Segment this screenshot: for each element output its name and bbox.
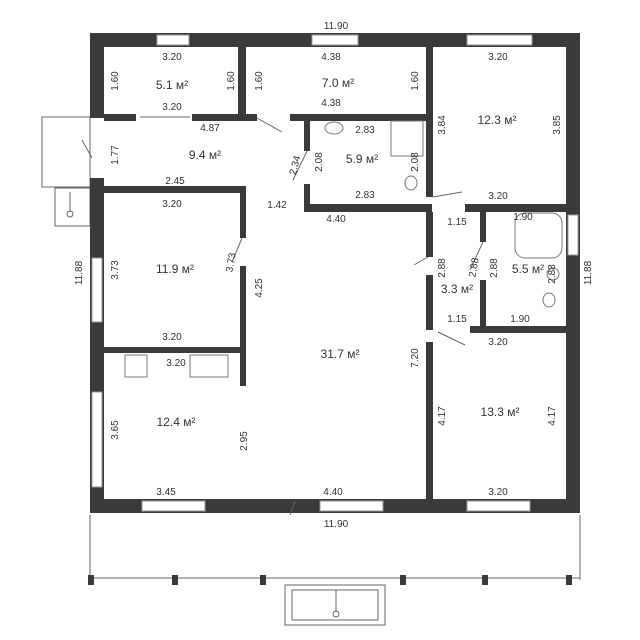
dimension-label: 4.40 xyxy=(323,487,343,498)
dimension-label: 3.85 xyxy=(552,115,563,135)
terrace xyxy=(88,515,581,585)
dimension-label: 3.20 xyxy=(162,332,182,343)
left-porch xyxy=(41,116,91,227)
dimension-label: 2.45 xyxy=(165,176,185,187)
dimension-label: 3.65 xyxy=(110,420,121,440)
dimension-label: 4.17 xyxy=(547,406,558,426)
dimension-label: 1.90 xyxy=(510,314,530,325)
dimension-label: 11.90 xyxy=(324,519,349,530)
dimension-label: 2.34 xyxy=(288,154,304,176)
dimension-label: 2.83 xyxy=(355,125,375,136)
bottom-steps xyxy=(284,584,386,626)
dimension-label: 1.60 xyxy=(254,71,265,91)
dimension-label: 3.73 xyxy=(224,252,238,274)
dimension-label: 4.25 xyxy=(254,278,265,298)
inner-walls xyxy=(104,47,580,499)
dimension-label: 3.20 xyxy=(488,191,508,202)
dimension-label: 1.60 xyxy=(410,71,421,91)
kitchen-sink-icon xyxy=(189,354,229,378)
stove-icon xyxy=(124,354,148,378)
dimension-label: 3.20 xyxy=(162,199,182,210)
dimension-label: 4.38 xyxy=(321,98,341,109)
dimension-label: 11.88 xyxy=(74,260,85,285)
dimension-label: 2.88 xyxy=(547,264,558,284)
dimension-label: 4.40 xyxy=(326,214,346,225)
dimension-label: 11.88 xyxy=(583,260,594,285)
dimension-label: 1.15 xyxy=(447,314,467,325)
dimension-label: 1.77 xyxy=(110,145,121,165)
room-area: 11.9 м² xyxy=(156,262,194,276)
sink-icon xyxy=(324,121,344,135)
room-area: 3.3 м² xyxy=(441,282,473,296)
sink-icon xyxy=(546,267,560,281)
dimension-labels: 11.90 11.90 3.20 3.20 4.38 4.38 4.87 2.4… xyxy=(74,21,594,530)
dimension-label: 3.84 xyxy=(437,115,448,135)
room-area: 5.1 м² xyxy=(156,78,188,92)
shower-icon xyxy=(390,120,424,157)
dimension-label: 3.20 xyxy=(162,102,182,113)
room-area: 13.3 м² xyxy=(481,405,520,419)
dimension-label: 2.88 xyxy=(489,258,500,278)
doors xyxy=(81,116,484,516)
dimension-label: 2.08 xyxy=(314,152,325,172)
toilet-icon xyxy=(542,292,556,308)
windows xyxy=(91,34,579,512)
dimension-label: 7.20 xyxy=(410,348,421,368)
dimension-label: 3.45 xyxy=(156,487,176,498)
bathtub-icon xyxy=(514,212,563,259)
room-area: 7.0 м² xyxy=(322,76,354,90)
dimension-label: 3.73 xyxy=(110,260,121,280)
dimension-label: 1.60 xyxy=(226,71,237,91)
dimension-label: 4.38 xyxy=(321,52,341,63)
dimension-label: 2.08 xyxy=(410,152,421,172)
dimension-label: 4.17 xyxy=(437,406,448,426)
dimension-label: 2.83 xyxy=(355,190,375,201)
toilet-icon xyxy=(404,175,418,191)
dimension-label: 2.88 xyxy=(467,257,481,279)
dimension-label: 1.60 xyxy=(110,71,121,91)
room-area: 12.3 м² xyxy=(478,113,517,127)
room-area: 12.4 м² xyxy=(157,415,196,429)
dimension-label: 3.20 xyxy=(488,52,508,63)
dimension-label: 3.20 xyxy=(162,52,182,63)
dimension-label: 4.87 xyxy=(200,123,220,134)
room-area: 5.9 м² xyxy=(346,152,378,166)
fixtures xyxy=(124,120,563,378)
room-area: 9.4 м² xyxy=(189,148,221,162)
dimension-label: 3.20 xyxy=(488,337,508,348)
room-area: 31.7 м² xyxy=(321,347,360,361)
dimension-label: 2.88 xyxy=(437,258,448,278)
dimension-label: 2.95 xyxy=(239,431,250,451)
dimension-label: 1.15 xyxy=(447,217,467,228)
dimension-label: 3.20 xyxy=(166,358,186,369)
room-area: 5.5 м² xyxy=(512,262,544,276)
dimension-label: 3.20 xyxy=(488,487,508,498)
dimension-label: 1.42 xyxy=(267,200,287,211)
dimension-label: 1.90 xyxy=(513,212,533,223)
dimension-label: 11.90 xyxy=(324,21,349,32)
